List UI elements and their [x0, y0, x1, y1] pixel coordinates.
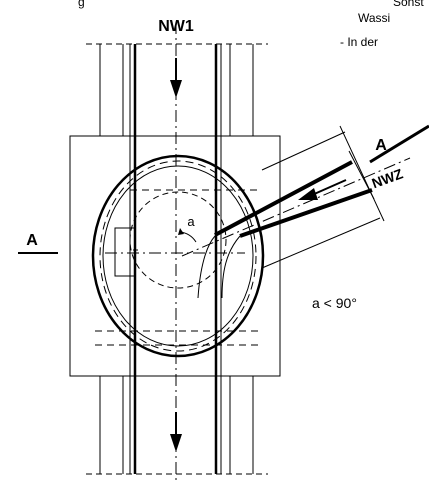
- label-section-right: A: [375, 137, 387, 154]
- label-nwz: NWZ: [370, 165, 406, 191]
- text-fragment-line2: Wassi: [358, 11, 390, 25]
- label-nw1: NW1: [158, 18, 194, 35]
- label-angle: a: [187, 214, 195, 229]
- main-pipe-nw1: [129, 44, 222, 474]
- construction-ellipse: [99, 160, 257, 352]
- step-iron: [114, 227, 138, 277]
- chamber-outer-ring: [91, 154, 265, 358]
- base-slab: [69, 135, 281, 377]
- label-section-left: A: [26, 232, 38, 249]
- label-angle-condition: a < 90°: [312, 295, 357, 311]
- text-fragment-line3: - In der: [340, 35, 378, 49]
- flow-arrow-bottom: [170, 412, 182, 452]
- chamber-inner-ring: [102, 165, 254, 347]
- text-fragment-left: g: [78, 0, 85, 9]
- flow-arrow-top: [170, 58, 182, 98]
- shaft-wall-lines: [86, 43, 268, 475]
- text-fragment-line1: Sonst: [393, 0, 424, 9]
- dashed-guides: [95, 189, 262, 346]
- flow-arrow-branch: [298, 179, 347, 200]
- branch-pipe-nwz: [181, 124, 429, 299]
- angle-arrowhead: [178, 228, 184, 235]
